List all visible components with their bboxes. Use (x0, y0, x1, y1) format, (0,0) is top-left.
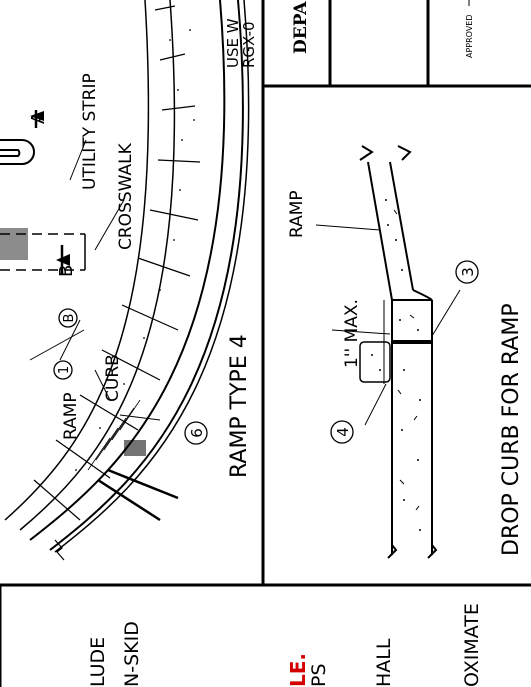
notes-strip: LUDE N-SKID LE. PS HALL OXIMATE (87, 603, 483, 687)
callout-6-number: 6 (188, 428, 206, 438)
section-a-label: A (28, 111, 49, 124)
section-marker-a: A (28, 110, 49, 128)
concrete-stipple (75, 29, 195, 471)
curb-block (359, 341, 391, 383)
max-height-label: 1'' MAX. (342, 299, 362, 368)
use-line-1: USE W (224, 18, 242, 68)
callout-6: 6 (184, 421, 208, 445)
leader-lines (29, 139, 161, 421)
ramp-type-4-detail: A B UTILITY STRIP CROSSWALK CURB RAMP 1 … (0, 0, 252, 561)
crosswalk-lines (0, 233, 85, 271)
aggregate-marks (393, 209, 420, 511)
department-label: DEPA (291, 1, 311, 54)
curb-arcs (4, 0, 250, 553)
utility-strip-loop (0, 139, 35, 165)
radial-lines (97, 468, 179, 522)
drop-curb-ramp-label: RAMP (287, 190, 307, 238)
aggregate-texture (371, 199, 421, 531)
paver-joints (33, 5, 201, 521)
callout-4: 4 (330, 420, 354, 444)
ramp-hatch (87, 399, 141, 471)
callout-b-letter: B (62, 314, 77, 323)
callout-b: B (58, 308, 78, 328)
use-line-2: RGX-0 (240, 21, 258, 68)
callout-3: 3 (455, 260, 479, 284)
callout-3-number: 3 (459, 267, 477, 277)
note-fragment: HALL (373, 638, 395, 687)
detectable-warning-patch (124, 440, 146, 456)
callout-1: 1 (53, 360, 73, 380)
approved-label: APPROVED (465, 14, 474, 58)
note-fragment: OXIMATE (461, 603, 483, 687)
drop-curb-detail: RAMP 1'' MAX. 3 4 DROP CURB FOR RAMP (287, 145, 524, 559)
section-marker-b: B (56, 245, 77, 277)
ramp-label: RAMP (61, 392, 81, 440)
note-fragment-red: LE. (286, 653, 310, 687)
crosswalk-label: CROSSWALK (116, 142, 136, 250)
utility-strip-label: UTILITY STRIP (80, 73, 100, 190)
detectable-warning-patch (0, 228, 28, 260)
note-fragment: LUDE (87, 637, 109, 687)
drop-curb-title: DROP CURB FOR RAMP (499, 303, 524, 556)
curb-label: CURB (103, 354, 123, 402)
break-line (54, 539, 65, 561)
section-b-label: B (56, 265, 77, 277)
ramp-type-4-title: RAMP TYPE 4 (227, 334, 252, 478)
note-fragment: PS (308, 663, 330, 687)
callout-1-number: 1 (57, 366, 72, 374)
callout-4-number: 4 (334, 427, 352, 437)
drop-curb-leaders (315, 224, 461, 426)
note-fragment: N-SKID (121, 621, 143, 687)
title-block: USE W RGX-0 DEPA APPROVED (224, 0, 474, 68)
